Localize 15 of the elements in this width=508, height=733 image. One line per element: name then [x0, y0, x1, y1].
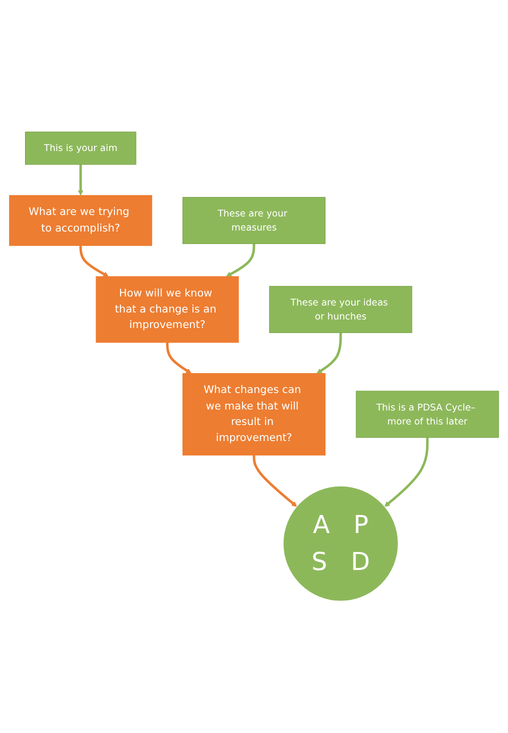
question-box: What changes can we make that will result in improvement? — [182, 373, 326, 456]
note-box: This is your aim — [25, 132, 136, 165]
question-box: What are we trying to accomplish? — [9, 195, 152, 246]
arrow — [79, 246, 109, 277]
note-box: These are your ideas or hunches — [269, 286, 412, 334]
question-box: How will we know that a change is an improvement? — [96, 276, 239, 343]
note-box: These are your measures — [182, 196, 326, 244]
arrow — [166, 342, 192, 374]
cycle-circle: A P S D — [282, 486, 398, 602]
arrow — [78, 164, 84, 196]
arrow — [316, 332, 342, 374]
arrow — [252, 455, 297, 507]
arrow — [384, 438, 429, 507]
note-box: This is a PDSA Cycle– more of this later — [356, 390, 499, 438]
arrow — [226, 244, 256, 277]
